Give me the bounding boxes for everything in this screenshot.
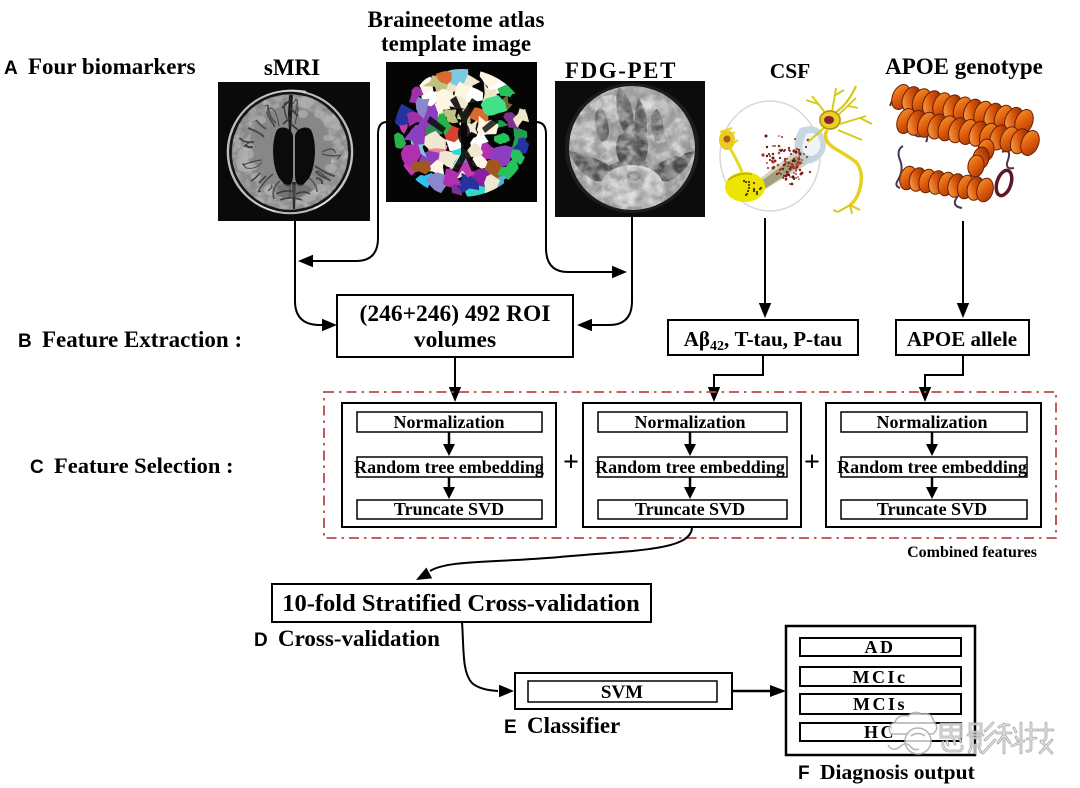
svg-text:Normalization: Normalization — [394, 412, 505, 432]
svg-text:Feature Selection :: Feature Selection : — [54, 453, 234, 478]
svg-text:CSF: CSF — [770, 59, 811, 83]
svg-text:Truncate SVD: Truncate SVD — [877, 499, 987, 519]
svg-text:Random tree embedding: Random tree embedding — [354, 457, 544, 477]
svg-text:MCIs: MCIs — [853, 694, 907, 714]
svg-text:Normalization: Normalization — [877, 412, 988, 432]
svg-text:D: D — [254, 630, 268, 651]
svg-text:Feature Extraction :: Feature Extraction : — [42, 327, 242, 352]
svg-text:B: B — [18, 331, 32, 352]
svg-text:Diagnosis output: Diagnosis output — [820, 760, 976, 784]
svg-text:Classifier: Classifier — [527, 713, 620, 738]
svg-text:+: + — [563, 447, 579, 478]
svg-text:E: E — [504, 717, 517, 738]
svg-text:MCIc: MCIc — [853, 667, 908, 687]
svg-text:Truncate SVD: Truncate SVD — [635, 499, 745, 519]
svg-text:HC: HC — [864, 722, 896, 742]
svg-text:AD: AD — [865, 637, 896, 657]
svg-text:template image: template image — [381, 31, 531, 56]
svg-text:sMRI: sMRI — [264, 55, 320, 80]
svg-text:Normalization: Normalization — [635, 412, 746, 432]
svg-text:(246+246) 492 ROI: (246+246) 492 ROI — [360, 301, 551, 327]
svg-text:Truncate SVD: Truncate SVD — [394, 499, 504, 519]
svg-text:C: C — [30, 457, 44, 478]
svg-text:10-fold Stratified Cross-valid: 10-fold Stratified Cross-validation — [282, 590, 640, 617]
svg-text:SVM: SVM — [601, 682, 643, 703]
svg-text:APOE genotype: APOE genotype — [885, 54, 1043, 79]
svg-text:+: + — [804, 447, 820, 478]
svg-text:A: A — [4, 58, 18, 79]
svg-text:Four biomarkers: Four biomarkers — [28, 54, 196, 79]
svg-text:Cross-validation: Cross-validation — [278, 626, 440, 651]
svg-text:FDG-PET: FDG-PET — [565, 58, 677, 83]
svg-text:Random tree embedding: Random tree embedding — [595, 457, 785, 477]
svg-text:Random tree embedding: Random tree embedding — [837, 457, 1027, 477]
svg-text:Braineetome atlas: Braineetome atlas — [368, 7, 545, 32]
svg-text:F: F — [798, 763, 810, 784]
svg-text:APOE allele: APOE allele — [907, 327, 1017, 351]
svg-text:Aβ42, T-tau, P-tau: Aβ42, T-tau, P-tau — [684, 327, 843, 354]
svg-text:Combined features: Combined features — [907, 544, 1037, 561]
svg-text:volumes: volumes — [414, 327, 496, 353]
